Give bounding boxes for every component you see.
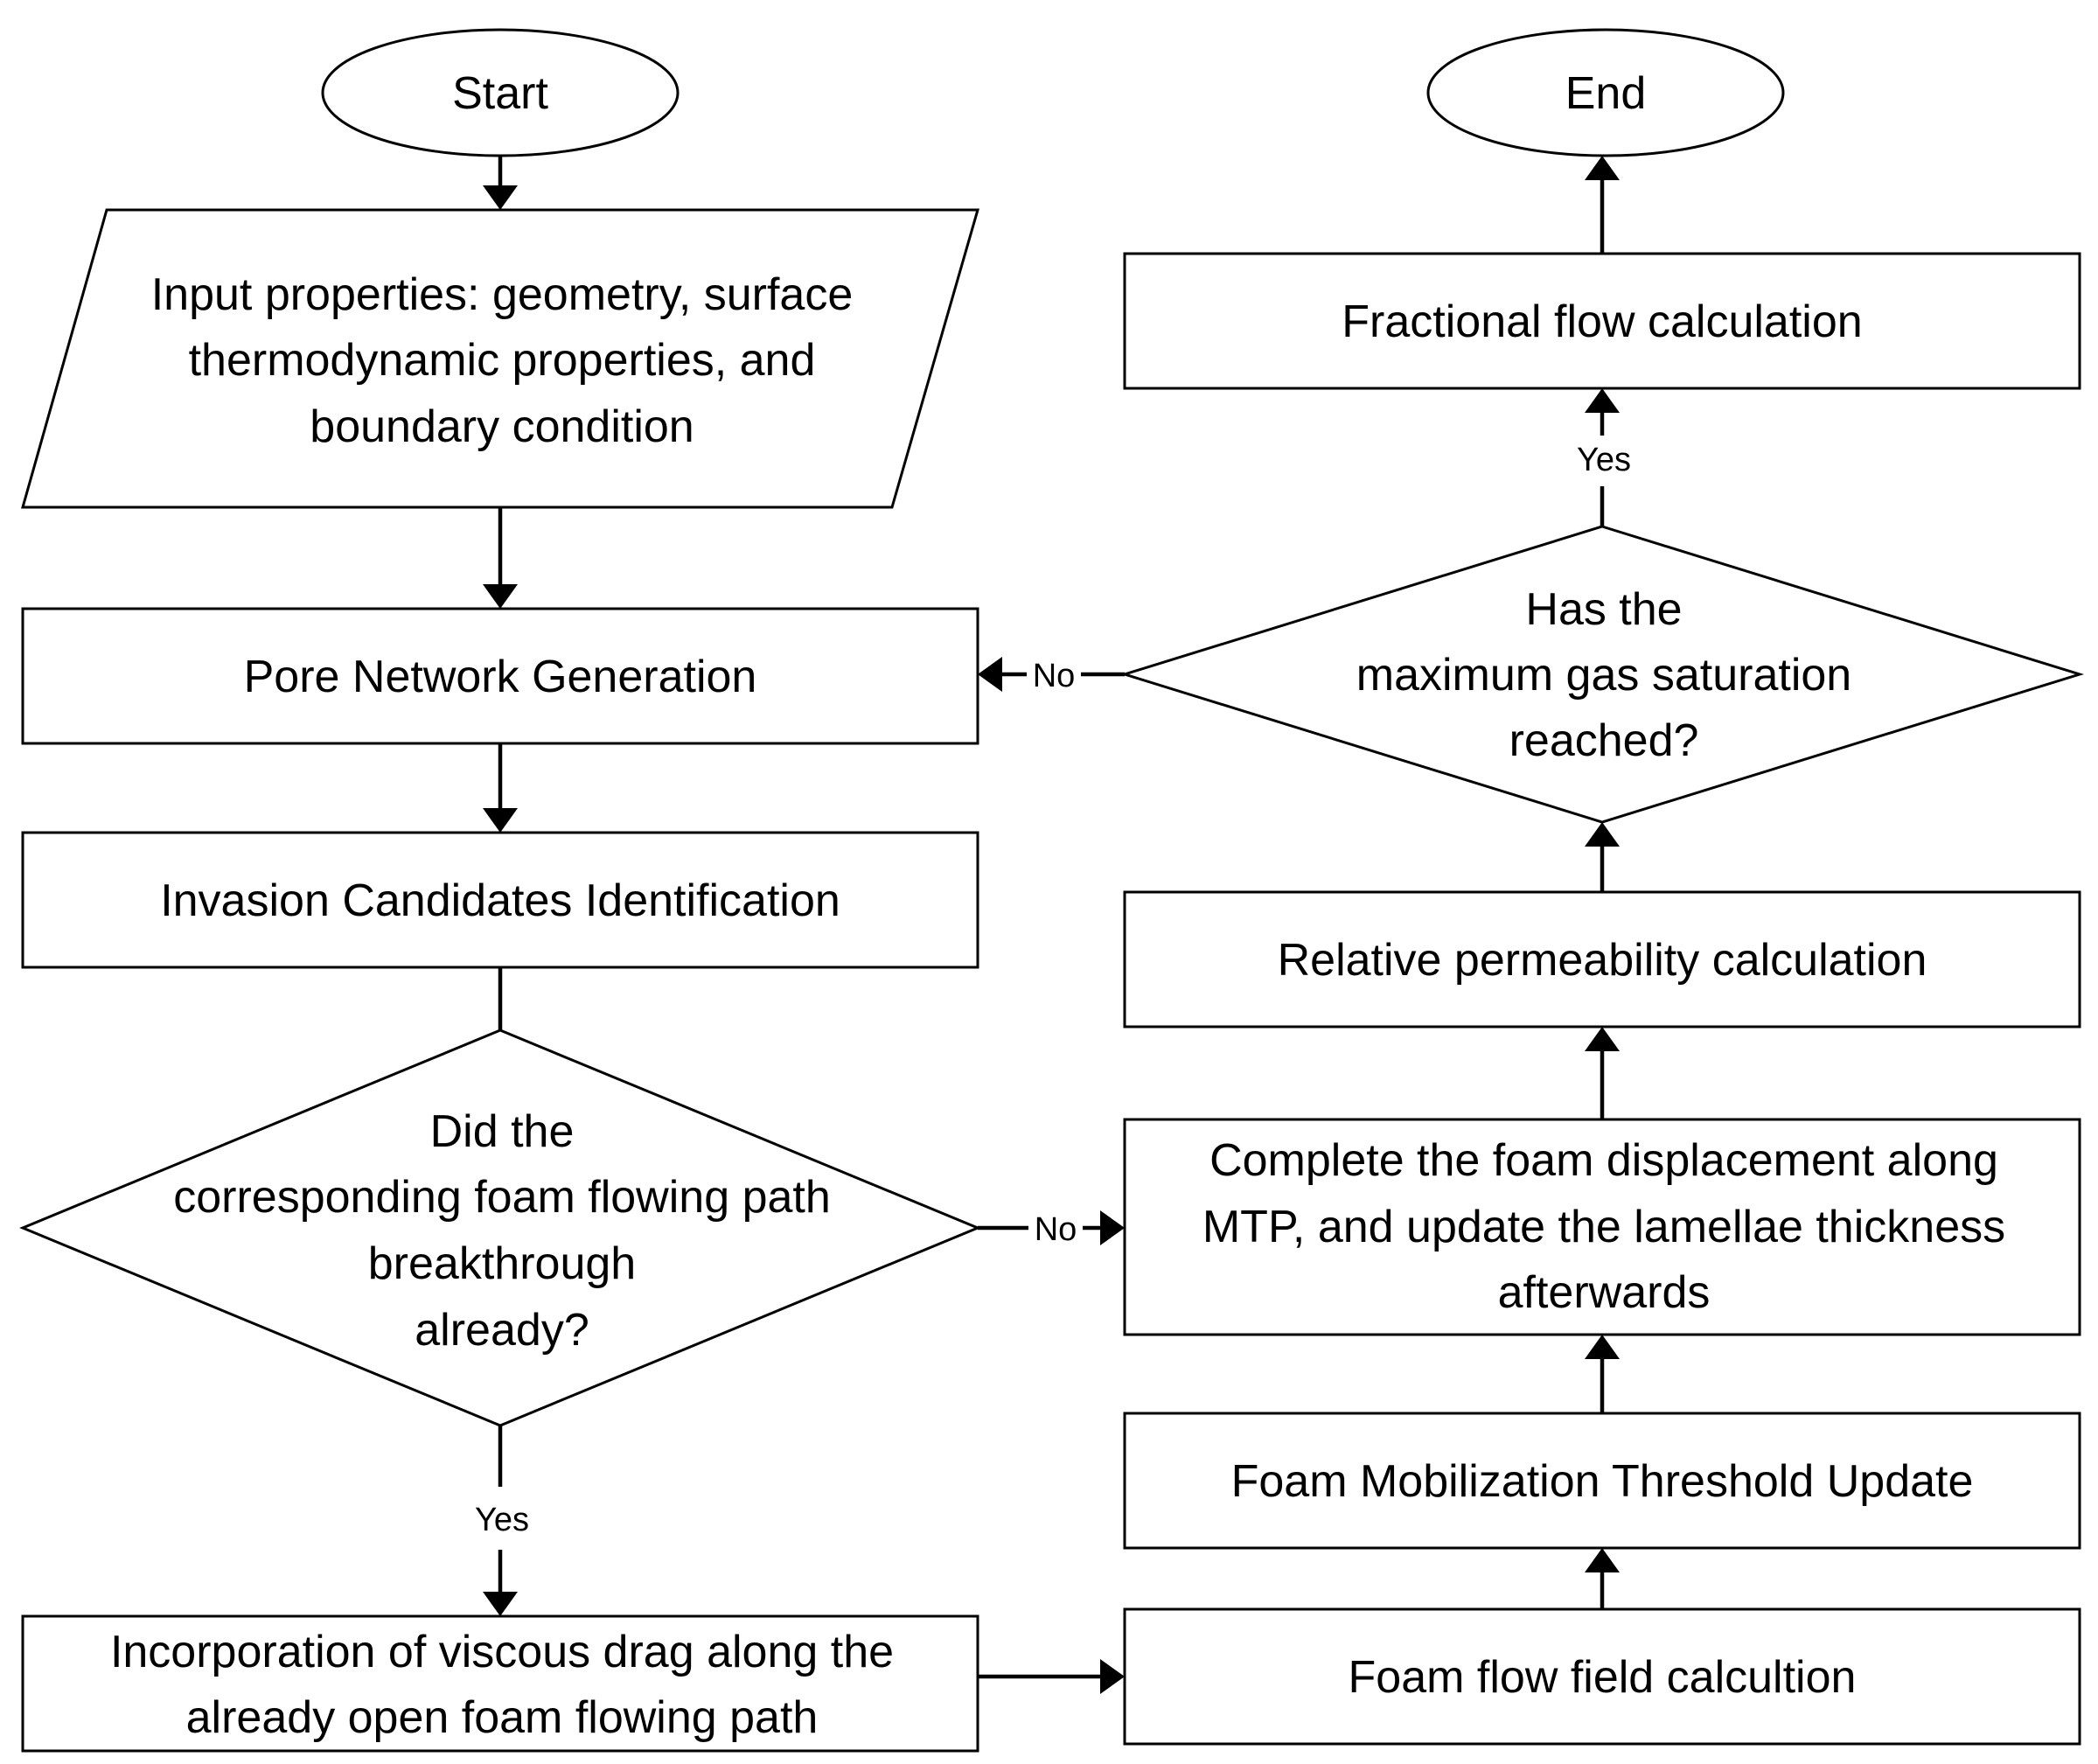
viscous-drag-label-line-1: Incorporation of viscous drag along the	[110, 1627, 894, 1677]
arrow-input-to-pore-network	[483, 507, 518, 609]
arrow-pore-network-to-invasion	[483, 743, 518, 833]
threshold-update-box: Foam Mobilization Threshold Update	[1123, 1412, 2081, 1550]
viscous-drag-label-line-2: already open foam flowing path	[186, 1692, 819, 1743]
input-label-line-2: thermodynamic properties, and	[189, 335, 816, 386]
breakthrough-yes-label: Yes	[475, 1502, 529, 1538]
invasion-label: Invasion Candidates Identification	[160, 875, 840, 926]
arrow-breakthrough-no: No	[978, 1210, 1125, 1248]
saturation-label-line-3: reached?	[1509, 715, 1699, 766]
invasion-box: Invasion Candidates Identification	[21, 831, 979, 969]
arrow-fractional-flow-to-end	[1585, 156, 1620, 254]
input-label-line-3: boundary condition	[310, 401, 694, 452]
relative-permeability-label: Relative permeability calculation	[1278, 935, 1927, 986]
arrow-saturation-no: No	[978, 657, 1125, 694]
displacement-label-line-2: MTP, and update the lamellae thickness	[1202, 1202, 2005, 1252]
pore-network-box: Pore Network Generation	[21, 607, 979, 745]
viscous-drag-box: Incorporation of viscous drag along the …	[21, 1614, 979, 1753]
arrow-threshold-to-displacement	[1585, 1335, 1620, 1413]
breakthrough-decision: Did the corresponding foam flowing path …	[19, 1028, 981, 1427]
saturation-label-line-1: Has the	[1525, 584, 1682, 635]
input-parallelogram: Input properties: geometry, surface ther…	[21, 208, 979, 509]
input-label-line-1: Input properties: geometry, surface	[151, 269, 854, 320]
pore-network-label: Pore Network Generation	[244, 652, 757, 702]
arrow-saturation-yes: Yes	[1577, 388, 1631, 526]
end-node: End	[1426, 28, 1785, 157]
arrow-displacement-to-relative-permeability	[1585, 1027, 1620, 1119]
foam-flow-field-box: Foam flow field calcultion	[1123, 1607, 2081, 1746]
breakthrough-label-line-1: Did the	[430, 1106, 575, 1157]
arrow-breakthrough-yes: Yes	[475, 1426, 529, 1616]
start-label: Start	[452, 68, 548, 119]
arrow-foam-flow-field-to-threshold	[1585, 1548, 1620, 1609]
foam-flow-field-label: Foam flow field calcultion	[1349, 1652, 1857, 1703]
start-node: Start	[321, 28, 680, 157]
arrow-start-to-input	[483, 156, 518, 210]
breakthrough-label-line-4: already?	[415, 1305, 589, 1356]
breakthrough-no-label: No	[1035, 1211, 1077, 1248]
displacement-label-line-3: afterwards	[1498, 1267, 1711, 1318]
end-label: End	[1565, 68, 1647, 119]
saturation-decision: Has the maximum gas saturation reached?	[1119, 525, 2085, 824]
saturation-yes-label: Yes	[1577, 442, 1631, 478]
fractional-flow-box: Fractional flow calculation	[1123, 252, 2081, 390]
saturation-no-label: No	[1033, 658, 1076, 694]
saturation-label-line-2: maximum gas saturation	[1356, 650, 1851, 701]
breakthrough-label-line-2: corresponding foam flowing path	[173, 1172, 831, 1223]
fractional-flow-label: Fractional flow calculation	[1342, 296, 1862, 347]
arrow-viscous-drag-to-foam-flow-field	[978, 1659, 1125, 1694]
breakthrough-label-line-3: breakthrough	[368, 1238, 636, 1289]
relative-permeability-box: Relative permeability calculation	[1123, 890, 2081, 1028]
displacement-box: Complete the foam displacement along MTP…	[1123, 1118, 2081, 1336]
arrow-relative-permeability-to-saturation	[1585, 822, 1620, 892]
threshold-update-label: Foam Mobilization Threshold Update	[1231, 1456, 1974, 1507]
displacement-label-line-1: Complete the foam displacement along	[1209, 1135, 1998, 1186]
